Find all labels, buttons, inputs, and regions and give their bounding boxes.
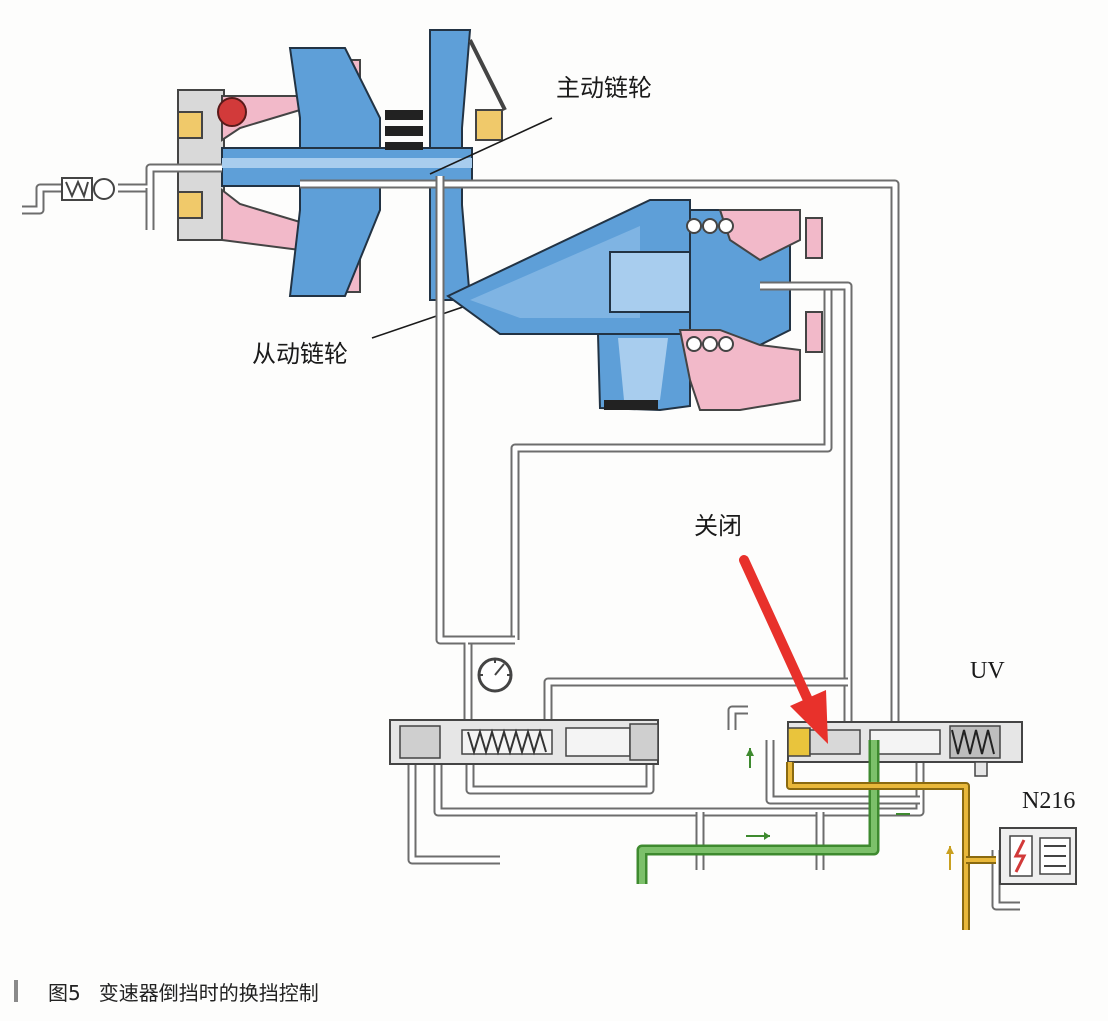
label-uv: UV [970,658,1005,684]
yellow-oil-line [786,762,996,930]
secondary-pulley [446,199,823,412]
figure-title: 变速器倒挡时的换挡控制 [98,981,319,1005]
figure-caption: 图5 变速器倒挡时的换挡控制 [48,977,337,1006]
label-primary-pulley: 主动链轮 [556,74,652,102]
solenoid-symbol-icon [999,827,1077,885]
label-closed: 关闭 [694,512,742,540]
pressure-gauge-icon [477,657,513,693]
label-secondary-pulley: 从动链轮 [252,340,348,368]
figure-number: 图5 [48,981,81,1005]
caption-marker [14,980,18,1002]
check-valve-icon [61,177,115,201]
arrow-icon [739,555,828,744]
primary-pulley [177,29,507,301]
label-n216: N216 [1022,788,1075,814]
pressure-valve [389,719,659,765]
green-oil-line [636,740,910,884]
